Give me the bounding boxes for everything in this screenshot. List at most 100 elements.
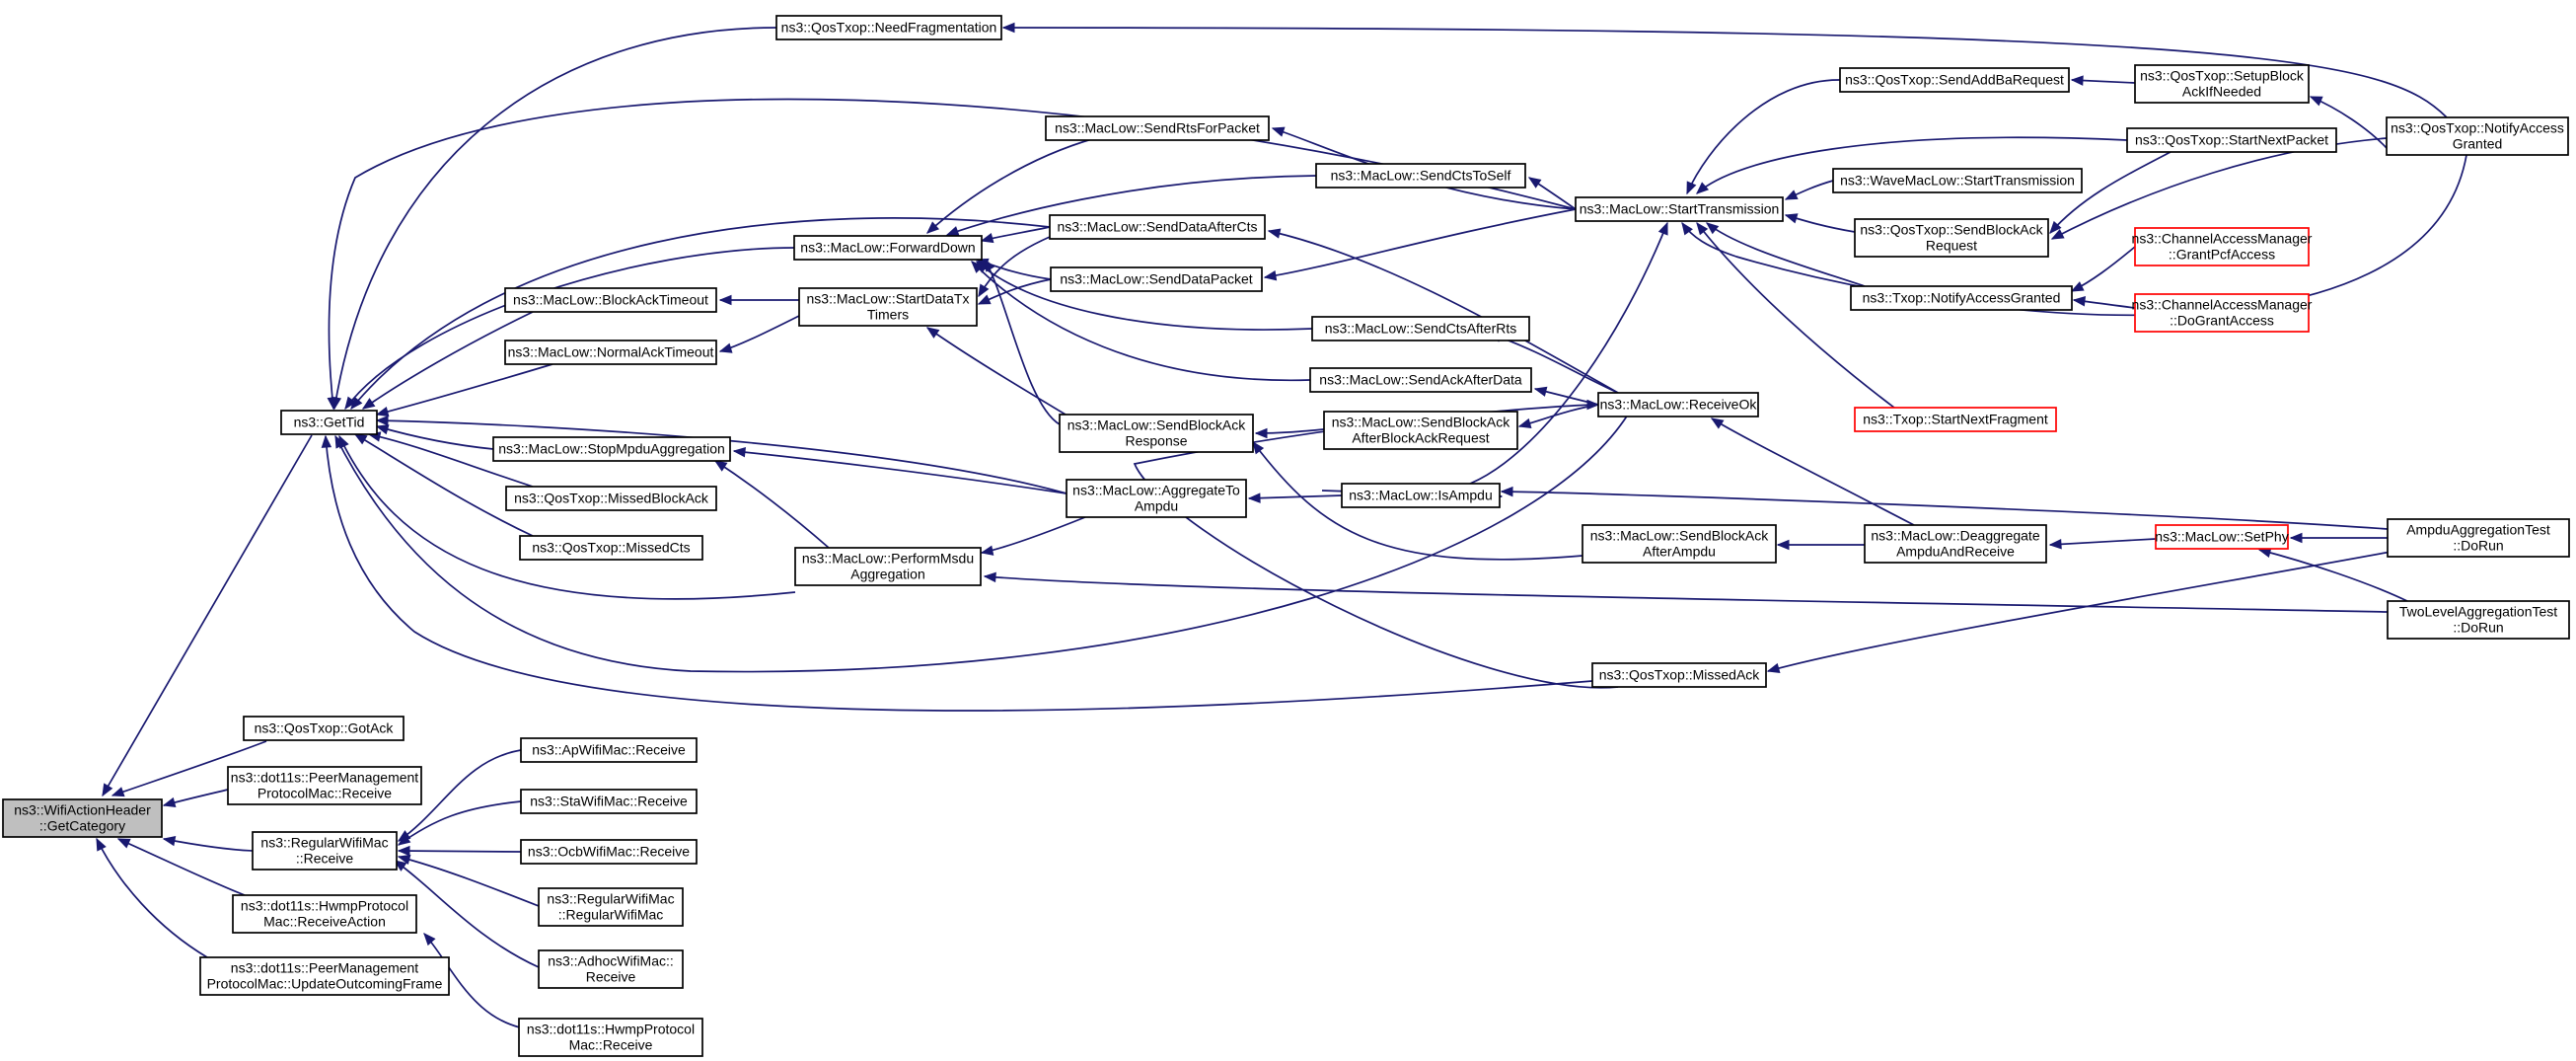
node-sendrtsforpacket[interactable]: ns3::MacLow::SendRtsForPacket xyxy=(1045,115,1270,141)
edge-line xyxy=(423,933,540,1031)
node-txopnextfrag[interactable]: ns3::Txop::StartNextFragment xyxy=(1854,407,2057,432)
node-normalacktimeout[interactable]: ns3::MacLow::NormalAckTimeout xyxy=(504,340,717,365)
edge-receiveok-to-senddataaftercts xyxy=(1267,228,1619,394)
edge-sendblockackresp-to-forwarddown xyxy=(984,258,1061,425)
node-starttransmission[interactable]: ns3::MacLow::StartTransmission xyxy=(1575,196,1784,222)
edge-arrowhead xyxy=(732,446,746,458)
edge-startdatatx-to-normalacktimeout xyxy=(718,315,800,353)
node-senddatapacket[interactable]: ns3::MacLow::SendDataPacket xyxy=(1050,266,1263,292)
node-label: Mac::Receive xyxy=(569,1037,653,1053)
node-label: ns3::MacLow::ReceiveOk xyxy=(1600,397,1758,413)
node-needfrag[interactable]: ns3::QosTxop::NeedFragmentation xyxy=(775,15,1002,40)
edge-qosmissedack-to-gettid xyxy=(321,434,1593,712)
edge-startnextpacket-to-starttransmission xyxy=(1696,136,2128,194)
node-receiveok[interactable]: ns3::MacLow::ReceiveOk xyxy=(1597,392,1759,417)
edge-line xyxy=(362,311,534,410)
node-regularctor[interactable]: ns3::RegularWifiMac::RegularWifiMac xyxy=(538,887,684,927)
node-missedcts[interactable]: ns3::QosTxop::MissedCts xyxy=(519,535,703,561)
node-stareceive[interactable]: ns3::StaWifiMac::Receive xyxy=(520,789,698,814)
node-sendctsafterrts[interactable]: ns3::MacLow::SendCtsAfterRts xyxy=(1311,316,1530,341)
node-sendctstoself[interactable]: ns3::MacLow::SendCtsToSelf xyxy=(1315,163,1526,189)
node-label: ns3::MacLow::NormalAckTimeout xyxy=(508,344,714,360)
edge-aggregatetoampdu-to-performmsdu xyxy=(980,516,1086,556)
node-twoleveltest[interactable]: TwoLevelAggregationTest::DoRun xyxy=(2387,600,2570,640)
edge-blockacktimeout-to-gettid xyxy=(361,311,534,410)
node-box xyxy=(538,949,684,989)
node-sendackafterdata[interactable]: ns3::MacLow::SendAckAfterData xyxy=(1309,367,1532,393)
node-label: ns3::QosTxop::MissedAck xyxy=(1599,667,1761,683)
edge-arrowhead xyxy=(1586,399,1600,411)
node-box xyxy=(1059,414,1254,453)
edge-senddataaftercts-to-gettid xyxy=(350,217,1051,411)
node-box xyxy=(1045,115,1270,141)
node-wavestarttx[interactable]: ns3::WaveMacLow::StartTransmission xyxy=(1832,168,2083,193)
node-gettid[interactable]: ns3::GetTid xyxy=(280,410,378,435)
node-isampdu[interactable]: ns3::MacLow::IsAmpdu xyxy=(1341,483,1501,508)
node-box xyxy=(504,287,717,313)
edge-arrowhead xyxy=(2070,75,2084,86)
node-sendaddbarequest[interactable]: ns3::QosTxop::SendAddBaRequest xyxy=(1839,67,2070,93)
node-label: ns3::ApWifiMac::Receive xyxy=(532,742,686,758)
edge-line xyxy=(376,363,553,416)
edge-arrowhead xyxy=(2050,229,2065,240)
node-grantpcf[interactable]: ns3::ChannelAccessManager::GrantPcfAcces… xyxy=(2132,227,2313,266)
edge-normalacktimeout-to-gettid xyxy=(375,363,553,417)
node-label: TwoLevelAggregationTest xyxy=(2399,604,2557,620)
node-label: ns3::QosTxop::GotAck xyxy=(255,720,395,736)
edge-line xyxy=(163,838,254,852)
node-stopmpdu[interactable]: ns3::MacLow::StopMpduAggregation xyxy=(492,436,731,462)
node-box xyxy=(1049,214,1266,240)
node-qosmissedack[interactable]: ns3::QosTxop::MissedAck xyxy=(1591,662,1767,688)
node-peermgmtreceive[interactable]: ns3::dot11s::PeerManagementProtocolMac::… xyxy=(227,766,422,805)
edge-arrowhead xyxy=(718,294,732,306)
edge-line xyxy=(338,435,796,600)
node-adhocreceive[interactable]: ns3::AdhocWifiMac::Receive xyxy=(538,949,684,989)
node-dogrant[interactable]: ns3::ChannelAccessManager::DoGrantAccess xyxy=(2132,293,2313,333)
node-label: ns3::QosTxop::NotifyAccess xyxy=(2391,120,2564,136)
edge-arrowhead xyxy=(1705,222,1720,235)
node-apreceive[interactable]: ns3::ApWifiMac::Receive xyxy=(520,737,698,763)
node-regularreceive[interactable]: ns3::RegularWifiMac::Receive xyxy=(252,831,398,871)
node-box xyxy=(1591,662,1767,688)
node-box xyxy=(252,831,398,871)
node-gotack[interactable]: ns3::QosTxop::GotAck xyxy=(243,716,405,741)
edge-arrowhead xyxy=(321,434,332,448)
node-startnextpacket[interactable]: ns3::QosTxop::StartNextPacket xyxy=(2126,127,2337,153)
node-label: ns3::GetTid xyxy=(294,415,365,430)
edge-arrowhead xyxy=(350,396,363,411)
node-hwmpreceiveaction[interactable]: ns3::dot11s::HwmpProtocolMac::ReceiveAct… xyxy=(232,894,417,934)
node-label: ns3::dot11s::PeerManagement xyxy=(231,960,419,976)
node-setphy[interactable]: ns3::MacLow::SetPhy xyxy=(2155,524,2289,550)
edge-line xyxy=(981,516,1086,554)
node-senddataaftercts[interactable]: ns3::MacLow::SendDataAfterCts xyxy=(1049,214,1266,240)
edge-line xyxy=(398,800,522,846)
node-ocbreceive[interactable]: ns3::OcbWifiMac::Receive xyxy=(520,839,698,865)
node-missedblockack[interactable]: ns3::QosTxop::MissedBlockAck xyxy=(505,486,717,511)
edge-arrowhead xyxy=(327,397,337,411)
node-qosnotify[interactable]: ns3::QosTxop::NotifyAccessGranted xyxy=(2386,116,2569,156)
node-label: ns3::QosTxop::MissedBlockAck xyxy=(514,491,709,506)
node-box xyxy=(520,839,698,865)
node-sendblockackafterbar[interactable]: ns3::MacLow::SendBlockAckAfterBlockAckRe… xyxy=(1323,411,1518,450)
node-txopnotify[interactable]: ns3::Txop::NotifyAccessGranted xyxy=(1850,285,2073,311)
node-peermgmtupdate[interactable]: ns3::dot11s::PeerManagementProtocolMac::… xyxy=(199,956,450,996)
edge-line xyxy=(926,137,1096,234)
edge-stareceive-to-regularreceive xyxy=(397,800,522,846)
node-blockacktimeout[interactable]: ns3::MacLow::BlockAckTimeout xyxy=(504,287,717,313)
node-box xyxy=(243,716,405,741)
node-ampdutest[interactable]: AmpduAggregationTest::DoRun xyxy=(2387,518,2570,558)
node-box xyxy=(1582,524,1777,564)
node-label: ns3::Txop::StartNextFragment xyxy=(1863,412,2048,427)
node-box xyxy=(2155,524,2289,550)
node-forwarddown[interactable]: ns3::MacLow::ForwardDown xyxy=(793,235,983,261)
node-box xyxy=(2134,293,2310,333)
